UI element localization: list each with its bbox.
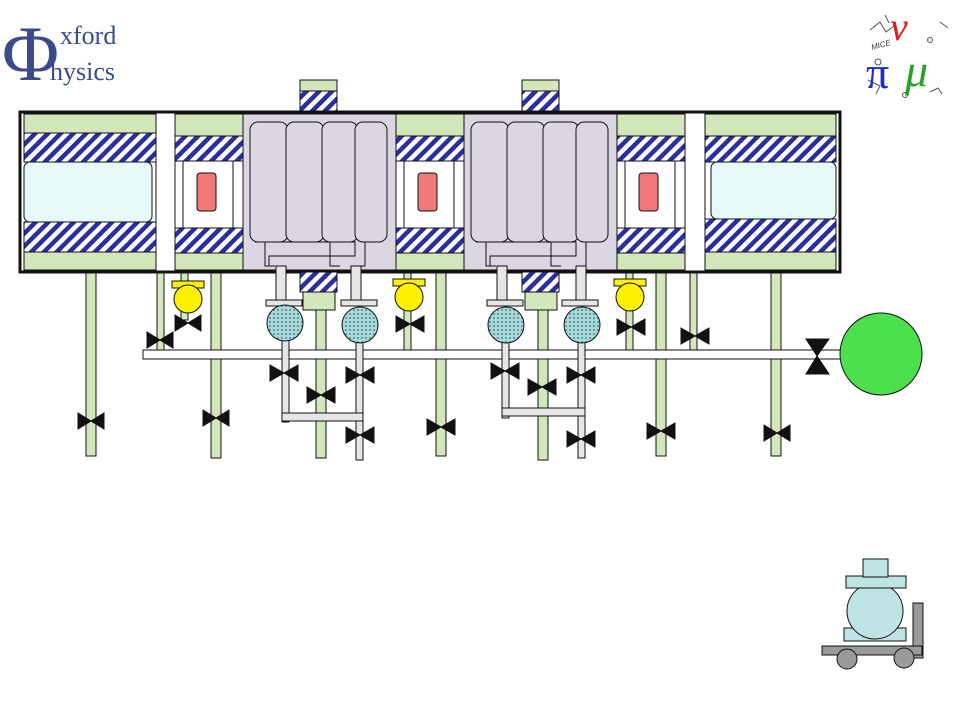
valves: [77, 314, 830, 448]
circulation-pump[interactable]: [839, 312, 923, 396]
valve-icon[interactable]: [646, 422, 676, 440]
cart-wheel-right: [893, 647, 915, 669]
logo-line-hysics: hysics: [50, 57, 115, 86]
gas-line-2: [355, 339, 364, 461]
absorber-module-1: [242, 113, 397, 271]
bottom-ports: [299, 271, 560, 311]
filter-3: [486, 265, 525, 344]
cart-handle: [912, 602, 924, 659]
mice-logo: ν π μ MICE: [866, 4, 949, 98]
valve-icon[interactable]: [616, 318, 646, 336]
mice-doodles: [867, 14, 949, 98]
feed-line-5: [315, 307, 327, 459]
end-magnet-left: [23, 113, 157, 271]
feed-line-2: [210, 269, 222, 459]
cryostat: [18, 110, 842, 274]
valve-icon[interactable]: [566, 366, 596, 384]
absorber-cell: [249, 121, 289, 243]
absorber-cell: [542, 121, 580, 243]
coil-section-2: [395, 113, 465, 271]
pi-glyph: π: [866, 47, 889, 98]
valve-icon[interactable]: [490, 362, 520, 380]
sensor-1: [171, 280, 205, 314]
absorber-cell: [575, 121, 609, 243]
valve-icon[interactable]: [527, 378, 557, 396]
cart-wheel-left: [836, 648, 858, 670]
cylinder-cap: [862, 558, 889, 578]
valve-icon[interactable]: [566, 430, 596, 448]
valve-icon[interactable]: [202, 409, 230, 427]
filter-1: [265, 265, 304, 342]
absorber-module-2: [463, 113, 618, 271]
coil-element-1: [196, 172, 217, 212]
gas-crossover-2: [501, 407, 586, 417]
valve-icon[interactable]: [345, 426, 375, 444]
return-manifold: [142, 349, 846, 360]
valve-icon[interactable]: [345, 366, 375, 384]
gas-crossover-1: [281, 412, 364, 422]
cart-base: [821, 645, 923, 656]
valve-icon[interactable]: [680, 327, 710, 345]
cylinder-collar: [845, 575, 907, 589]
end-magnet-right: [704, 113, 837, 271]
feed-line-1: [85, 269, 97, 457]
absorber-cell: [470, 121, 510, 243]
gas-line-1: [281, 339, 290, 423]
valve-icon[interactable]: [77, 412, 105, 430]
coil-element-2: [417, 172, 438, 212]
phi-glyph: Φ: [2, 10, 59, 97]
valve-icon[interactable]: [146, 331, 174, 349]
gas-lines: [281, 339, 586, 461]
filter-4: [561, 265, 601, 344]
absorber-cell: [321, 121, 359, 243]
valve-icon[interactable]: [395, 315, 425, 333]
oxford-physics-logo: Φ xford hysics: [2, 10, 116, 97]
mu-glyph: μ: [904, 45, 928, 96]
coil-section-3: [616, 113, 686, 271]
sensor-3: [613, 278, 647, 312]
pump-inlet-valve-icon[interactable]: [805, 338, 830, 375]
valve-icon[interactable]: [269, 364, 299, 382]
filters: [265, 265, 601, 344]
gas-line-3: [501, 339, 510, 419]
sensors: [171, 278, 647, 314]
cylinder-body: [846, 582, 904, 640]
valve-icon[interactable]: [306, 386, 336, 404]
top-ports: [299, 79, 560, 112]
logo-line-xford: xford: [60, 21, 116, 50]
coil-section-1: [174, 113, 244, 271]
gas-cylinder-cart[interactable]: [821, 558, 924, 670]
absorber-cell: [354, 121, 388, 243]
coil-element-3: [638, 172, 659, 212]
valve-icon[interactable]: [174, 314, 202, 332]
valve-icon[interactable]: [763, 424, 791, 442]
filter-2: [340, 265, 379, 344]
valve-icon[interactable]: [426, 418, 456, 436]
absorber-cell: [506, 121, 546, 243]
sensor-2: [392, 278, 426, 312]
nu-glyph: ν: [890, 4, 908, 49]
absorber-cell: [285, 121, 325, 243]
